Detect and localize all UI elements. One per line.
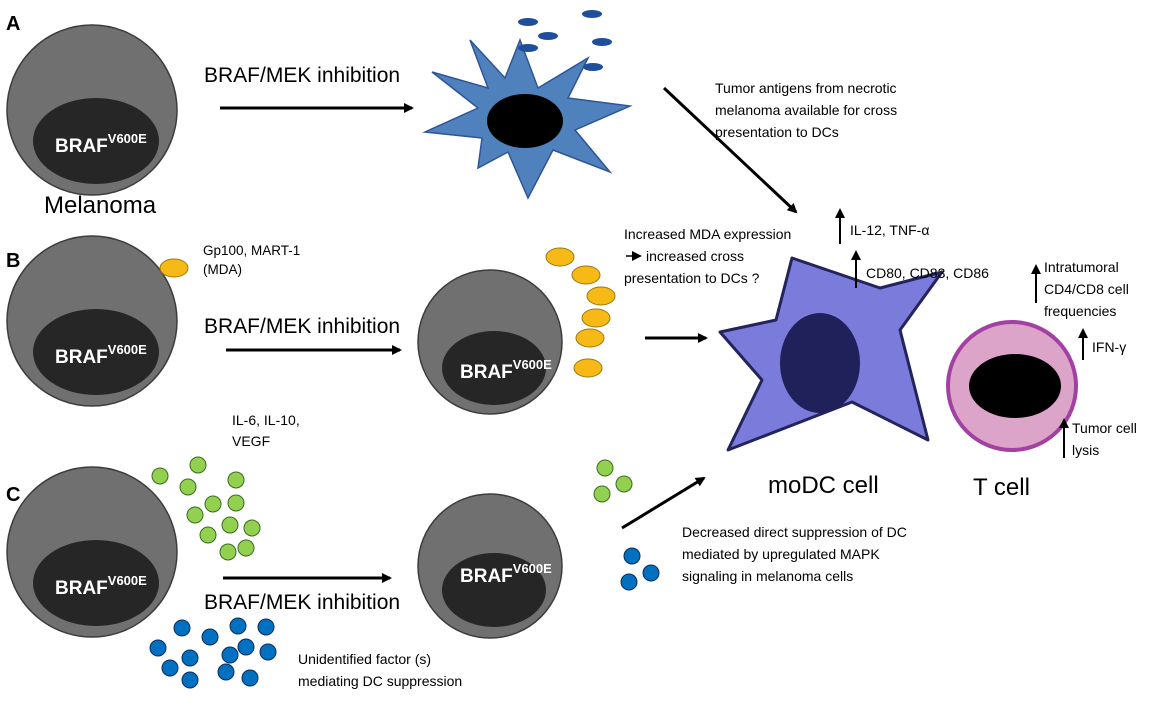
mda-markers-line-2: (MDA) <box>203 262 242 277</box>
cytokines-line-1: IL-6, IL-10, <box>232 412 300 428</box>
il12-label: IL-12, TNF-α <box>850 222 929 238</box>
tumor-antigens-line-2: melanoma available for cross <box>715 102 897 118</box>
unidentified-line-1: Unidentified factor (s) <box>298 651 431 667</box>
mda-expression-line-3: presentation to DCs ? <box>624 270 760 286</box>
t-cell <box>946 320 1078 452</box>
decreased-line-2: mediated by upregulated MAPK <box>682 546 880 562</box>
mda-expression-line-2: increased cross <box>646 248 744 264</box>
modc-label: moDC cell <box>768 472 879 499</box>
tumor-lysis-line-2: lysis <box>1072 442 1099 458</box>
decreased-line-3: signaling in melanoma cells <box>682 568 853 584</box>
intratumoral-line-3: frequencies <box>1044 303 1116 319</box>
mda-markers-line-1: Gp100, MART-1 <box>203 243 300 258</box>
inhibition-label-b: BRAF/MEK inhibition <box>204 315 400 338</box>
tumor-antigens-line-3: presentation to DCs <box>715 124 839 140</box>
unidentified-line-2: mediating DC suppression <box>298 673 462 689</box>
mda-expression-line-1: Increased MDA expression <box>624 226 791 242</box>
suppressive-factors-reduced <box>620 547 660 591</box>
treated-melanoma-cell-b: BRAFV600E <box>417 269 563 415</box>
cd-markers-label: CD80, CD83, CD86 <box>866 265 989 281</box>
panel-label-a: A <box>6 13 20 35</box>
panel-label-b: B <box>6 250 20 272</box>
mda-antigen <box>159 258 189 278</box>
suppressive-factors <box>149 617 277 689</box>
braf-label-c-treated: BRAFV600E <box>460 561 552 587</box>
arrow-antigens-to-modc <box>662 86 798 214</box>
cytokines-green <box>151 456 261 561</box>
tumor-antigens <box>518 10 612 71</box>
inhibition-label-c: BRAF/MEK inhibition <box>204 591 400 614</box>
tumor-antigens-line-1: Tumor antigens from necrotic <box>715 80 897 96</box>
mda-antigens-upregulated <box>545 247 616 378</box>
arrow-c-to-modc <box>621 476 706 530</box>
melanoma-label: Melanoma <box>44 192 157 219</box>
braf-label-b-treated: BRAFV600E <box>460 357 552 383</box>
braf-label-c: BRAFV600E <box>55 573 147 599</box>
necrotic-melanoma-cell <box>422 37 633 200</box>
braf-label-b: BRAFV600E <box>55 342 147 368</box>
panel-label-c: C <box>6 484 20 506</box>
cytokines-green-reduced <box>593 459 633 503</box>
cytokines-line-2: VEGF <box>232 433 270 449</box>
treated-melanoma-cell-c: BRAFV600E <box>417 493 563 639</box>
tcell-label: T cell <box>973 474 1030 501</box>
melanoma-cell-b: BRAFV600E <box>6 235 178 407</box>
intratumoral-line-2: CD4/CD8 cell <box>1044 281 1129 297</box>
inhibition-label-a: BRAF/MEK inhibition <box>204 64 400 87</box>
intratumoral-line-1: Intratumoral <box>1044 259 1119 275</box>
braf-label-a: BRAFV600E <box>55 131 147 157</box>
melanoma-cell-c: BRAFV600E <box>6 466 178 638</box>
ifn-label: IFN-γ <box>1092 339 1126 355</box>
tumor-lysis-line-1: Tumor cell <box>1072 420 1137 436</box>
melanoma-cell-a: BRAFV600E <box>6 24 178 196</box>
decreased-line-1: Decreased direct suppression of DC <box>682 524 907 540</box>
modc-cell <box>718 256 944 452</box>
